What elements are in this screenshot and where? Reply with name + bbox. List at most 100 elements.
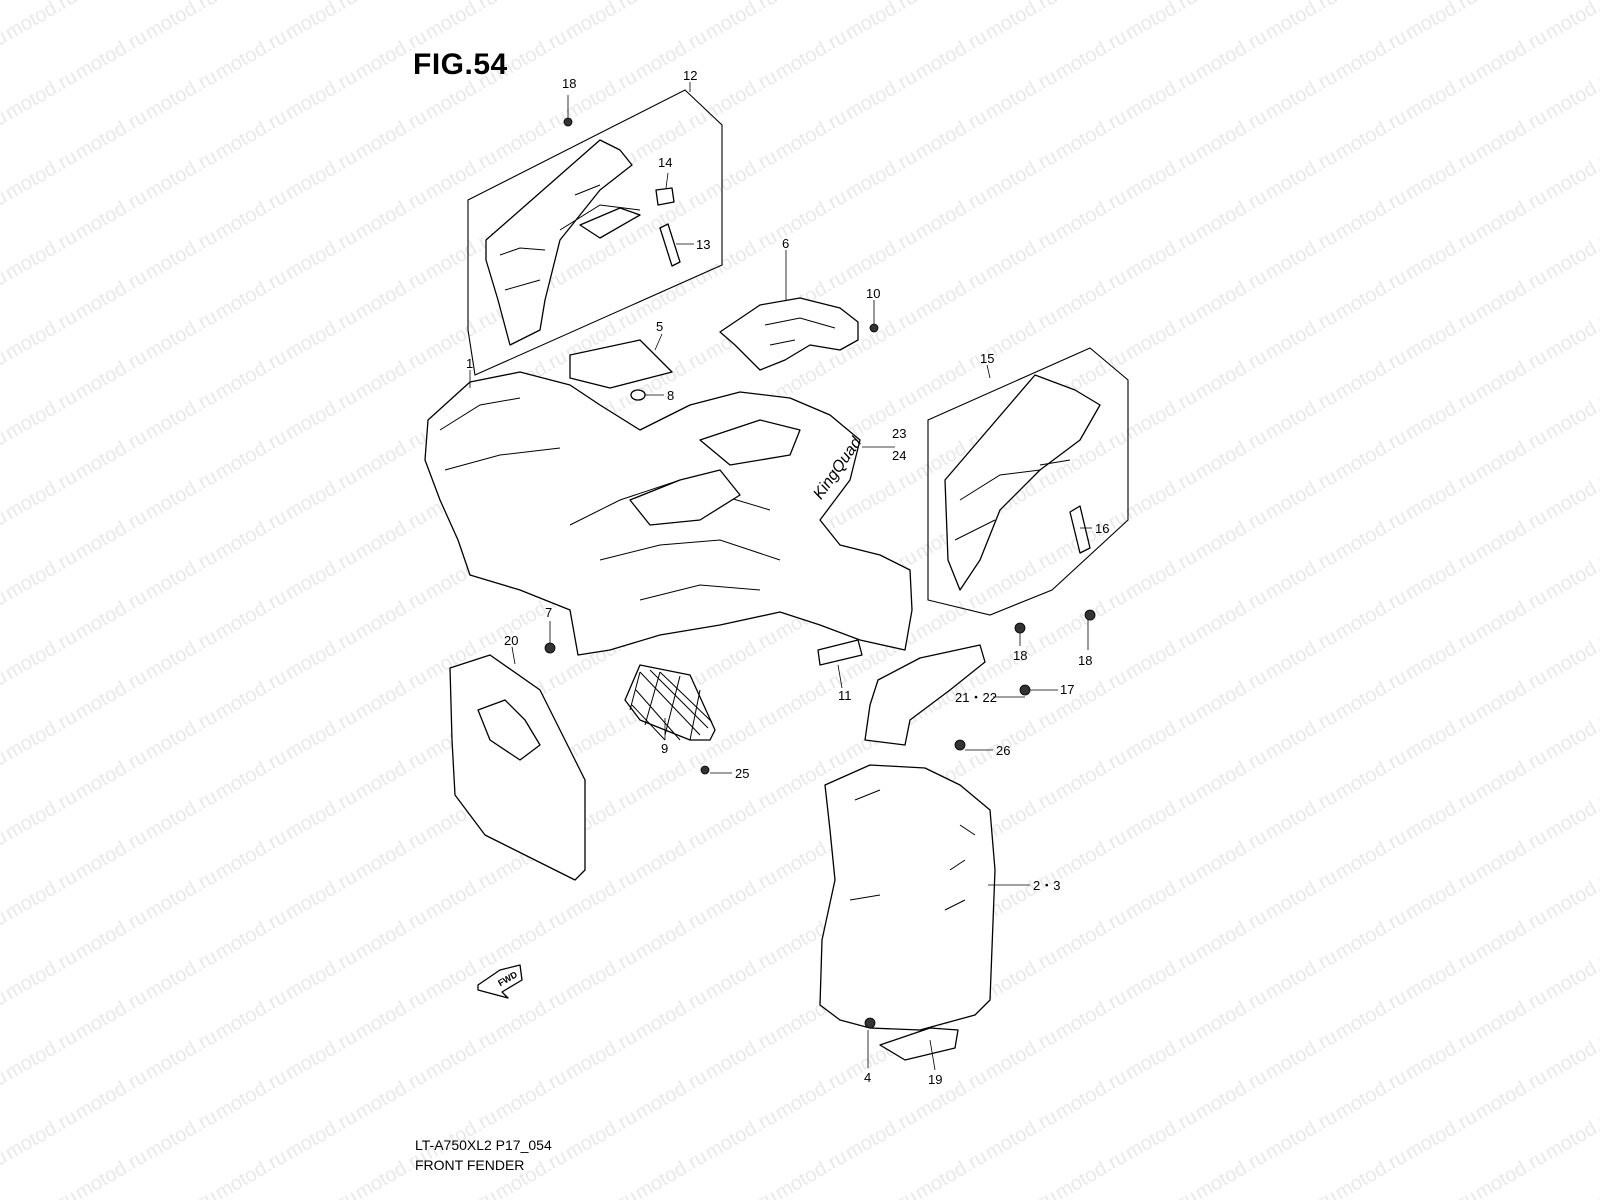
watermark-text: motod.ru — [1402, 1106, 1481, 1165]
watermark-text: motod.ru — [772, 106, 851, 165]
watermark-text: motod.ru — [212, 346, 291, 405]
watermark-text: motod.ru — [912, 1146, 991, 1200]
watermark-text: motod.ru — [1402, 1186, 1481, 1200]
watermark-text: motod.ru — [912, 106, 991, 165]
watermark-text: motod.ru — [1192, 186, 1271, 245]
watermark-text: motod.ru — [1472, 746, 1551, 805]
watermark-text: motod.ru — [702, 226, 781, 285]
watermark-text: motod.ru — [1052, 506, 1131, 565]
watermark-text: motod.ru — [1542, 786, 1600, 845]
watermark-text: motod.ru — [1192, 746, 1271, 805]
watermark-text: motod.ru — [1262, 146, 1341, 205]
watermark-text: motod.ru — [212, 746, 291, 805]
part-18-bolt — [563, 117, 573, 127]
watermark-text: motod.ru — [422, 1026, 501, 1085]
watermark-text: motod.ru — [982, 786, 1061, 845]
watermark-text: motod.ru — [72, 1146, 151, 1200]
part-12-side-panel — [485, 139, 633, 346]
watermark-text: motod.ru — [1542, 1026, 1600, 1085]
watermark-text: motod.ru — [632, 746, 711, 805]
watermark-text: motod.ru — [282, 946, 361, 1005]
watermark-text: motod.ru — [212, 106, 291, 165]
watermark-text: motod.ru — [1192, 106, 1271, 165]
watermark-text: motod.ru — [72, 266, 151, 325]
watermark-text: motod.ru — [632, 26, 711, 85]
watermark-text: motod.ru — [912, 0, 991, 4]
watermark-text: motod.ru — [702, 786, 781, 845]
watermark-text: motod.ru — [702, 146, 781, 205]
watermark-text: motod.ru — [352, 506, 431, 565]
part-8-grommet — [630, 389, 646, 401]
watermark-text: motod.ru — [982, 1186, 1061, 1200]
watermark-text: motod.ru — [1472, 586, 1551, 645]
watermark-text: motod.ru — [842, 1106, 921, 1165]
watermark-text: motod.ru — [1542, 306, 1600, 365]
watermark-text: motod.ru — [212, 1146, 291, 1200]
watermark-text: motod.ru — [1472, 186, 1551, 245]
part-26-bolt — [954, 739, 966, 751]
watermark-text: motod.ru — [2, 306, 81, 365]
callout-23: 23 — [892, 426, 906, 441]
watermark-text: motod.ru — [142, 1026, 221, 1085]
watermark-text: motod.ru — [1542, 1186, 1600, 1200]
watermark-text: motod.ru — [702, 1106, 781, 1165]
part-20-heat-shield — [449, 654, 586, 881]
callout-labels: 18 12 14 13 5 6 10 8 1 23 24 15 16 18 18… — [466, 68, 1109, 1087]
watermark-text: motod.ru — [1192, 666, 1271, 725]
watermark-text: motod.ru — [1332, 906, 1411, 965]
callout-24: 24 — [892, 448, 906, 463]
watermark-text: motod.ru — [1122, 146, 1201, 205]
watermark-text: motod.ru — [422, 1186, 501, 1200]
part-10-bolt — [869, 323, 879, 333]
watermark-text: motod.ru — [1262, 386, 1341, 445]
watermark-text: motod.ru — [1122, 1186, 1201, 1200]
figure-title: FIG.54 — [413, 48, 508, 81]
watermark-text: motod.ru — [1192, 1146, 1271, 1200]
watermark-text: motod.ru — [2, 866, 81, 925]
watermark-text: motod.ru — [352, 0, 431, 4]
watermark-text: motod.ru — [1122, 306, 1201, 365]
watermark-text: motod.ru — [1052, 746, 1131, 805]
watermark-text: motod.ru — [1332, 1146, 1411, 1200]
part-13-cushion — [659, 223, 681, 267]
part-25-screw — [700, 765, 710, 775]
watermark-text: motod.ru — [562, 1026, 641, 1085]
watermark-text: motod.ru — [702, 626, 781, 685]
watermark-text: motod.ru — [562, 66, 641, 125]
watermark-text: motod.ru — [282, 706, 361, 765]
watermark-text: motod.ru — [1122, 626, 1201, 685]
watermark-text: motod.ru — [142, 866, 221, 925]
watermark-text: motod.ru — [982, 66, 1061, 125]
watermark-text: motod.ru — [142, 1186, 221, 1200]
watermark-text: motod.ru — [1472, 1146, 1551, 1200]
watermark-text: motod.ru — [212, 826, 291, 885]
watermark-text: motod.ru — [632, 826, 711, 885]
watermark-text: motod.ru — [142, 306, 221, 365]
watermark-text: motod.ru — [1402, 306, 1481, 365]
watermark-text: motod.ru — [2, 1186, 81, 1200]
watermark-text: motod.ru — [1192, 0, 1271, 4]
watermark-text: motod.ru — [282, 466, 361, 525]
watermark-text: motod.ru — [1262, 66, 1341, 125]
watermark-text: motod.ru — [1542, 866, 1600, 925]
watermark-text: motod.ru — [72, 426, 151, 485]
watermark-text: motod.ru — [1262, 626, 1341, 685]
watermark-text: motod.ru — [842, 66, 921, 125]
watermark-text: motod.ru — [2, 0, 81, 44]
callout-5: 5 — [656, 319, 663, 334]
watermark-text: motod.ru — [1122, 866, 1201, 925]
watermark-text: motod.ru — [1332, 426, 1411, 485]
watermark-text: motod.ru — [2, 1026, 81, 1085]
watermark-text: motod.ru — [1472, 26, 1551, 85]
watermark-text: motod.ru — [212, 586, 291, 645]
watermark-text: motod.ru — [562, 946, 641, 1005]
watermark-text: motod.ru — [1192, 906, 1271, 965]
watermark-text: motod.ru — [2, 466, 81, 525]
watermark-text: motod.ru — [212, 1066, 291, 1125]
watermark-text: motod.ru — [842, 226, 921, 285]
watermark-text: motod.ru — [632, 0, 711, 4]
watermark-text: motod.ru — [1332, 266, 1411, 325]
watermark-text: motod.ru — [282, 866, 361, 925]
watermark-text: motod.ru — [1472, 266, 1551, 325]
watermark-text: motod.ru — [1402, 626, 1481, 685]
